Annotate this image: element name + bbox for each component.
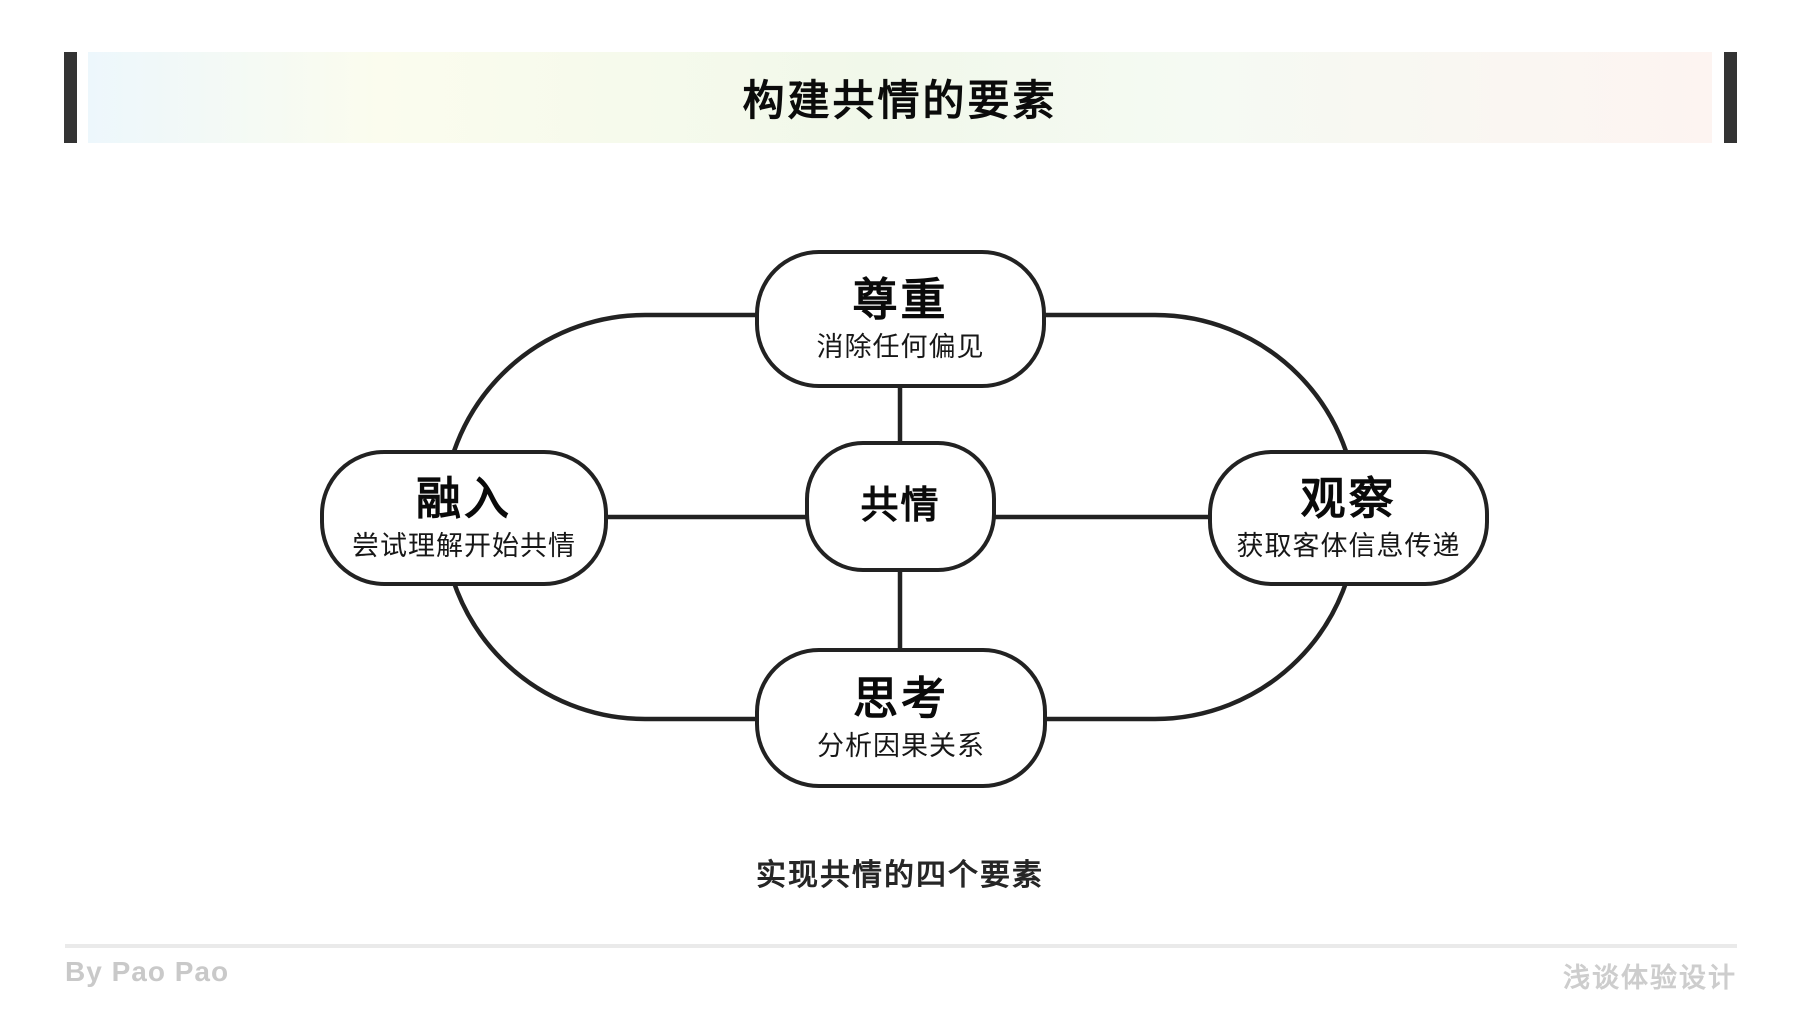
node-respect-title: 尊重 [852, 273, 949, 325]
node-empathy-title: 共情 [860, 484, 941, 527]
node-respect: 尊重 消除任何偏见 [755, 250, 1046, 388]
footer-author: By Pao Pao [65, 956, 230, 987]
node-think-title: 思考 [852, 672, 949, 724]
footer-divider [65, 944, 1737, 948]
node-empathy-center: 共情 [805, 441, 996, 572]
banner-left-accent-bar [64, 52, 77, 143]
title-banner: 构建共情的要素 [88, 52, 1712, 143]
node-integrate-title: 融入 [415, 472, 512, 524]
node-integrate: 融入 尝试理解开始共情 [320, 450, 608, 586]
banner-right-accent-bar [1724, 52, 1737, 143]
node-integrate-subtitle: 尝试理解开始共情 [352, 531, 576, 562]
node-observe-title: 观察 [1300, 472, 1397, 524]
diagram-caption: 实现共情的四个要素 [756, 859, 1044, 892]
node-respect-subtitle: 消除任何偏见 [816, 332, 985, 363]
node-think: 思考 分析因果关系 [755, 648, 1047, 788]
node-observe: 观察 获取客体信息传递 [1208, 450, 1489, 586]
node-think-subtitle: 分析因果关系 [817, 731, 985, 762]
node-observe-subtitle: 获取客体信息传递 [1236, 531, 1461, 562]
page-title: 构建共情的要素 [742, 77, 1058, 124]
footer-brand: 浅谈体验设计 [1563, 963, 1737, 993]
